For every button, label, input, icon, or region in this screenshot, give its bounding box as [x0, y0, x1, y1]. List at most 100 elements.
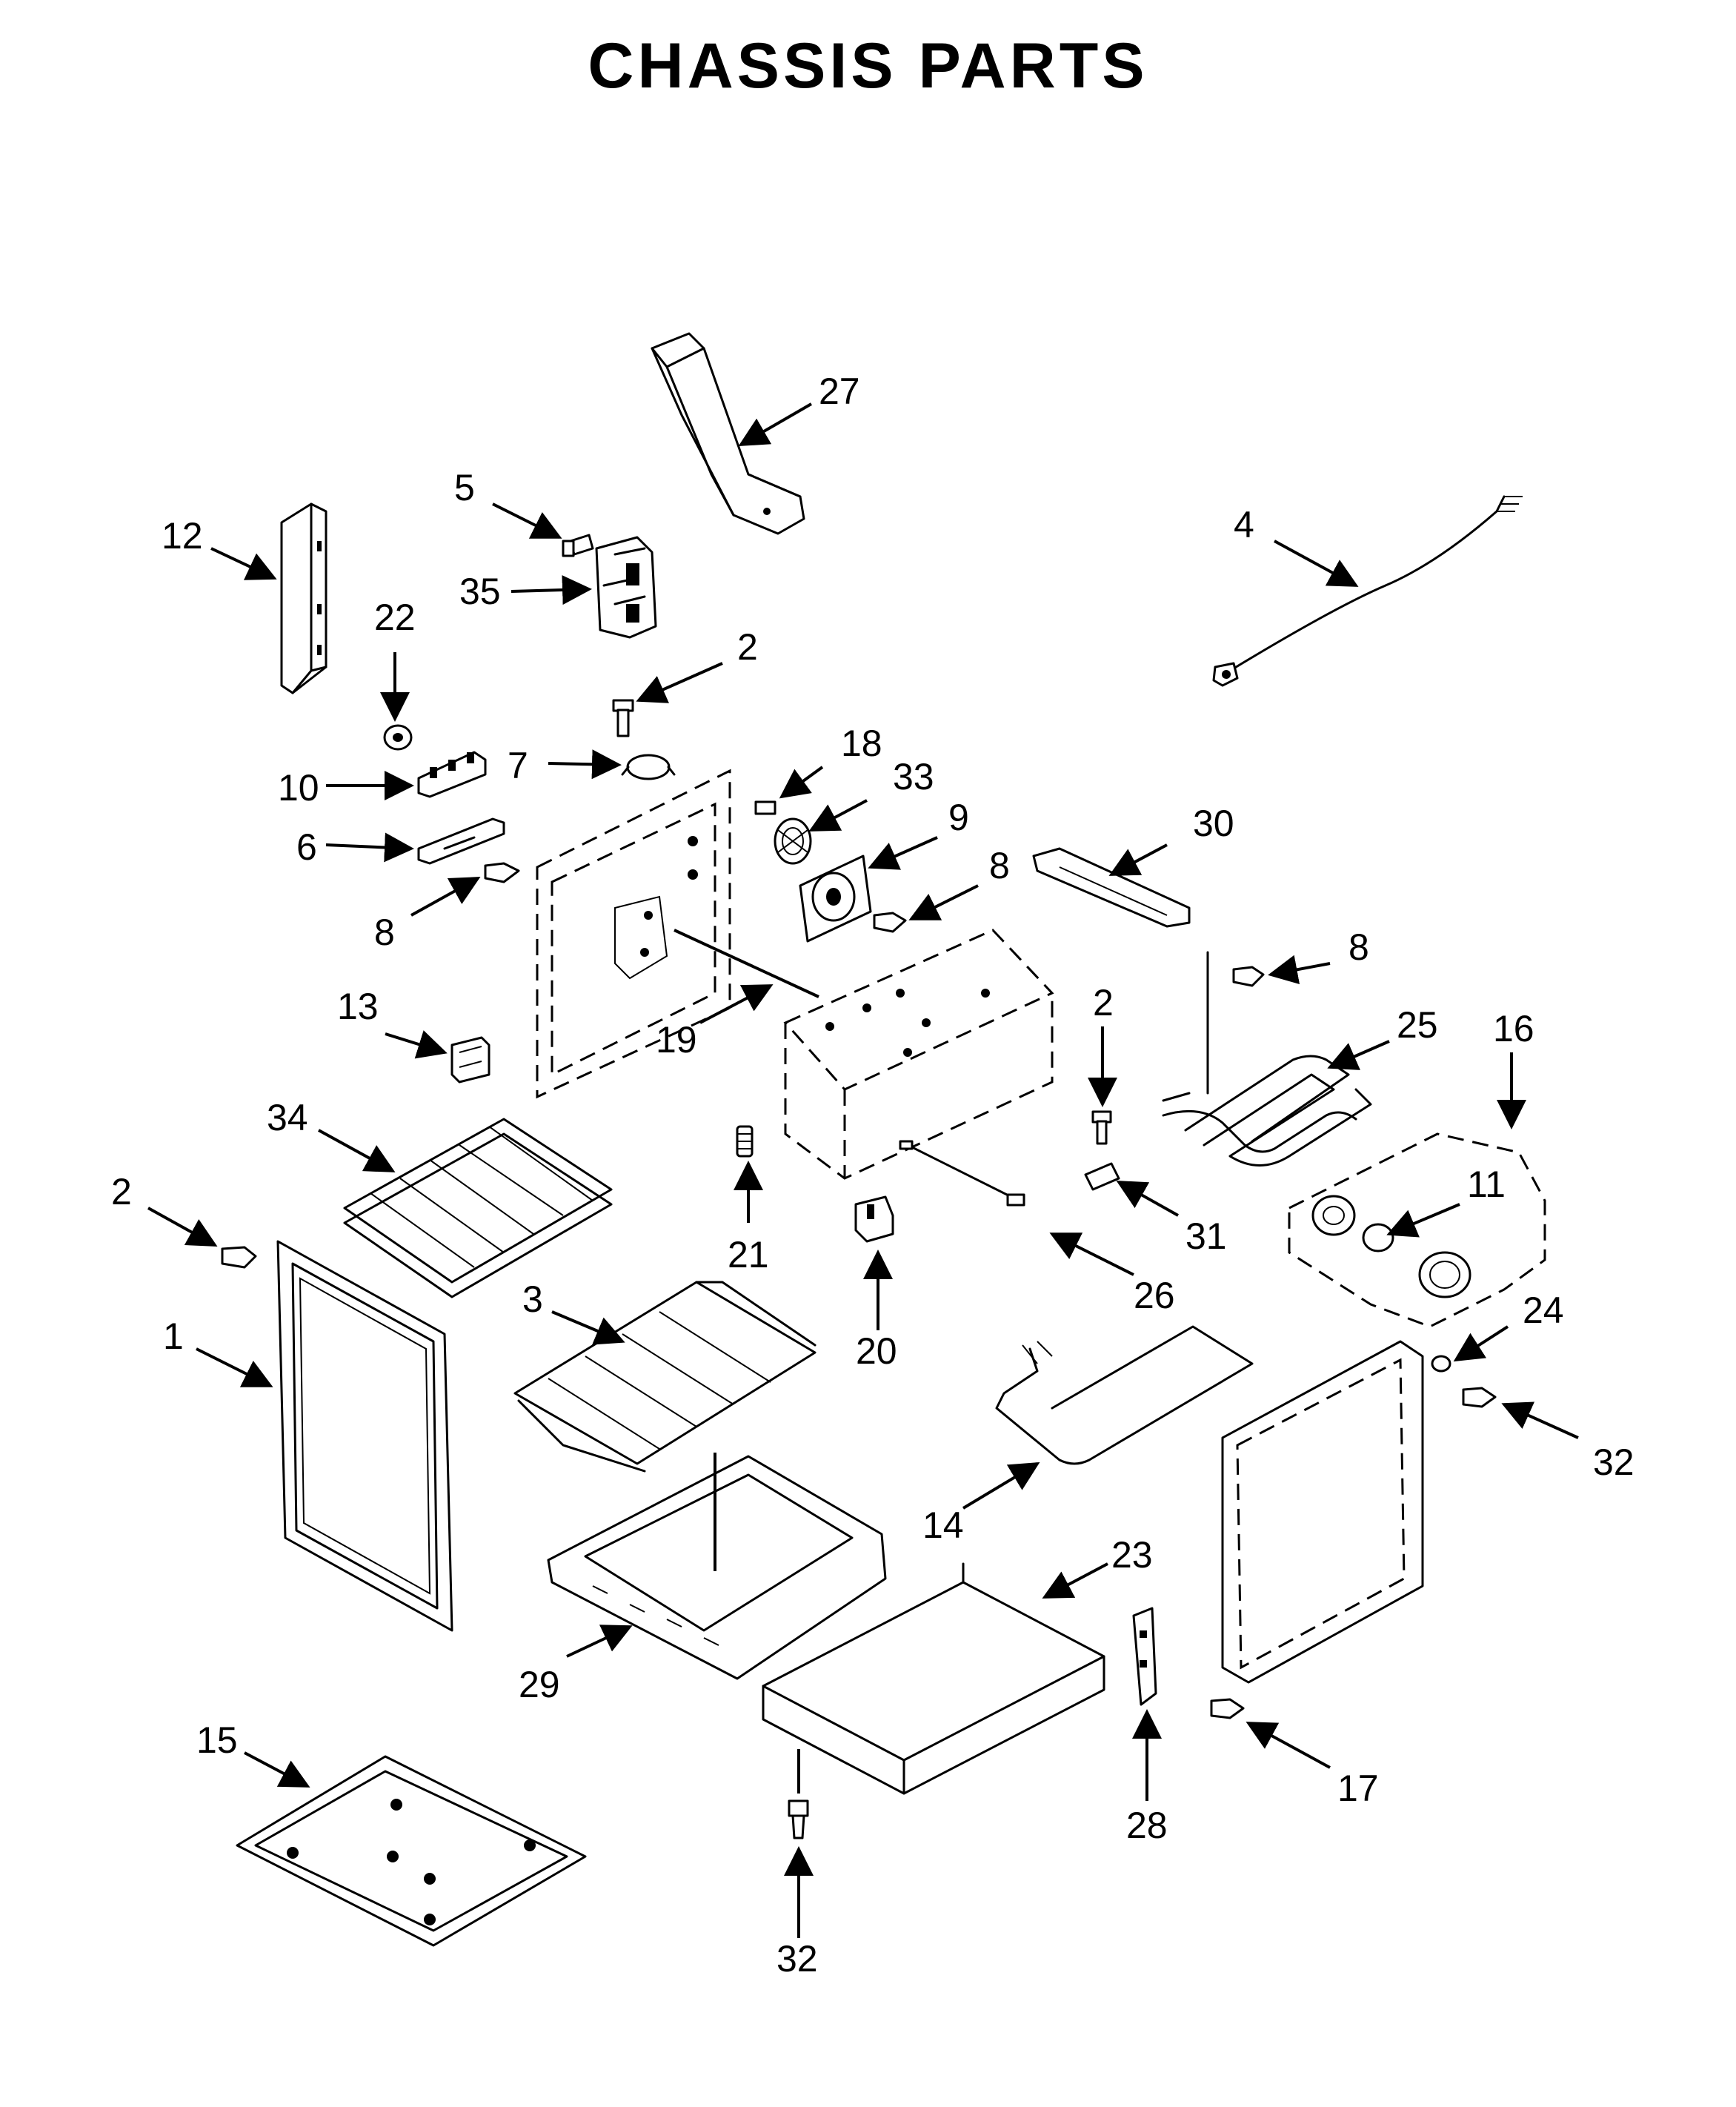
callout-35: 35	[459, 571, 501, 612]
part-21-igniter	[736, 1125, 754, 1158]
leader-15	[244, 1751, 310, 1788]
callout-33: 33	[893, 756, 934, 797]
callout-30: 30	[1193, 803, 1234, 844]
callout-32-bottom: 32	[776, 1938, 818, 1980]
callout-31: 31	[1185, 1215, 1227, 1257]
leader-2-left	[147, 1207, 218, 1247]
callout-5: 5	[454, 467, 475, 508]
part-6-bracket	[417, 817, 505, 865]
callout-1: 1	[163, 1315, 184, 1357]
part-5-screw	[562, 534, 594, 557]
part-8-screw-right	[1206, 951, 1265, 1095]
callout-24: 24	[1523, 1290, 1564, 1331]
leader-2-top	[636, 662, 723, 703]
leader-18	[779, 766, 824, 799]
part-16-light-assembly	[1288, 1132, 1546, 1328]
callout-numbers: 27 5 12 35 4 22 2 7 18 10 33 9 30 6 8 8 …	[111, 371, 1634, 1980]
part-2-screw-center	[1091, 1110, 1112, 1145]
part-22-nut	[383, 724, 413, 751]
part-32-screw-bottom	[788, 1799, 809, 1839]
callout-8-left: 8	[374, 912, 395, 953]
callout-23: 23	[1111, 1534, 1153, 1576]
part-31-bracket	[1084, 1162, 1120, 1191]
leader-8-left	[410, 877, 481, 917]
part-29-cavity-bottom	[547, 1455, 887, 1680]
leader-6	[325, 832, 414, 863]
part-18-spacer	[754, 800, 776, 815]
callout-25: 25	[1397, 1004, 1438, 1046]
leader-1	[196, 1347, 273, 1387]
callout-12: 12	[162, 515, 203, 557]
callout-29: 29	[519, 1664, 560, 1705]
part-20-valve	[854, 1195, 894, 1243]
callout-17: 17	[1337, 1768, 1379, 1809]
leader-17	[1246, 1722, 1331, 1769]
leader-34	[318, 1129, 396, 1172]
leader-31	[1116, 1181, 1179, 1217]
part-3-oven-rack	[513, 1281, 817, 1473]
leader-33	[808, 799, 868, 832]
callout-16: 16	[1493, 1008, 1534, 1049]
part-1-oven-door	[276, 1240, 453, 1632]
part-33-fan-blade	[774, 817, 812, 865]
callout-26: 26	[1134, 1275, 1175, 1316]
leader-14	[962, 1461, 1040, 1510]
leader-3	[551, 1310, 625, 1345]
leader-19-line	[674, 929, 819, 998]
part-25-bake-element	[1162, 1055, 1372, 1167]
part-14-broil-element	[995, 1325, 1254, 1465]
callout-34: 34	[267, 1097, 308, 1138]
callout-14: 14	[922, 1504, 964, 1546]
callout-18: 18	[841, 723, 882, 764]
callout-2-left: 2	[111, 1171, 132, 1212]
leader-29	[566, 1625, 633, 1658]
leader-13	[385, 1030, 448, 1059]
callout-4: 4	[1234, 504, 1254, 545]
part-10-terminal-block	[417, 751, 487, 798]
part-8-screw-middle	[873, 912, 907, 933]
leader-7	[548, 749, 622, 780]
part-19-oven-cavity	[536, 769, 1054, 1180]
leader-12	[210, 547, 277, 580]
callout-20: 20	[856, 1330, 897, 1372]
callout-11: 11	[1467, 1164, 1506, 1205]
leader-35	[511, 575, 592, 605]
callout-21: 21	[728, 1234, 769, 1275]
leader-8-right	[1268, 955, 1331, 985]
part-11-light-bulb	[1311, 1195, 1471, 1298]
callout-28: 28	[1126, 1805, 1168, 1846]
part-oven-back-frame	[1221, 1340, 1424, 1684]
part-28-door-hinge	[1132, 1607, 1157, 1706]
part-32-screw-right	[1462, 1387, 1497, 1408]
callout-15: 15	[196, 1719, 238, 1761]
part-9-fan-motor	[799, 855, 872, 943]
part-4-power-cord	[1212, 495, 1523, 687]
part-7-clip	[621, 754, 676, 780]
callout-6: 6	[296, 826, 317, 868]
part-30-vent-trim	[1032, 847, 1191, 928]
leader-11	[1386, 1203, 1460, 1238]
callout-27: 27	[819, 371, 860, 412]
part-2-screw-top	[612, 699, 634, 737]
callout-13: 13	[337, 986, 379, 1027]
leader-32-right	[1501, 1401, 1579, 1439]
callout-8-right: 8	[1348, 926, 1369, 968]
part-27-trim-bracket	[651, 332, 805, 535]
callout-19: 19	[656, 1019, 697, 1061]
leader-9	[868, 836, 938, 870]
leader-23	[1042, 1562, 1108, 1599]
leader-8-middle	[908, 884, 979, 920]
part-13-bracket	[450, 1036, 490, 1084]
callout-2-center: 2	[1093, 982, 1114, 1023]
part-15-bottom-panel	[236, 1755, 587, 1947]
part-34-oven-rack	[343, 1118, 613, 1298]
part-8-screw-left	[484, 862, 520, 883]
part-26-temp-sensor	[899, 1140, 1025, 1207]
leader-27	[738, 402, 813, 447]
callout-32-right: 32	[1593, 1441, 1634, 1483]
leader-25	[1327, 1040, 1390, 1070]
leader-26	[1049, 1232, 1134, 1276]
callout-10: 10	[278, 767, 319, 809]
